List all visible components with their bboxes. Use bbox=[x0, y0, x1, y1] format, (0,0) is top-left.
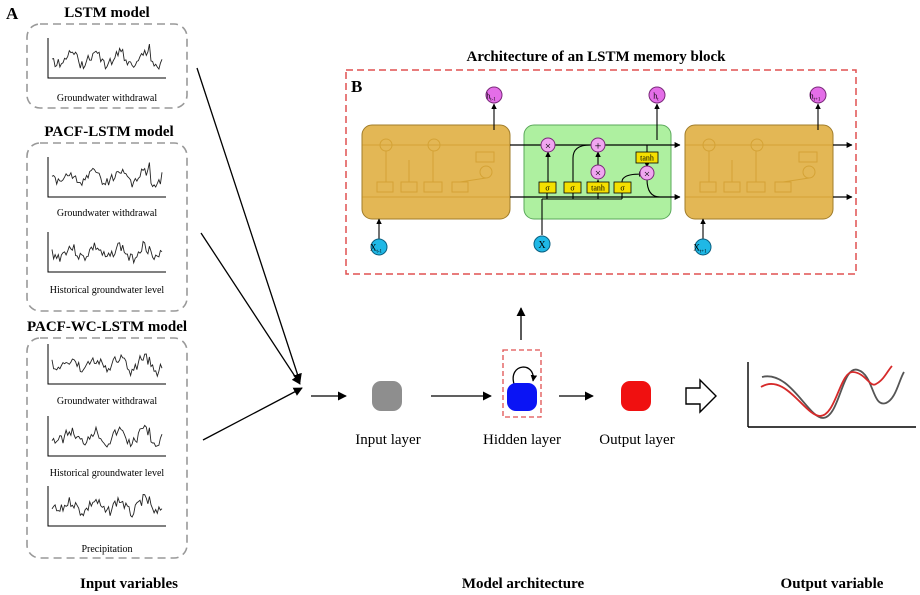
forget-gate: σ bbox=[538, 181, 557, 194]
output-gate: σ bbox=[613, 181, 632, 194]
arrow-lstm-to-merge bbox=[196, 67, 302, 383]
svg-text:σ: σ bbox=[545, 184, 550, 193]
svg-text:tanh: tanh bbox=[591, 184, 605, 193]
output-chart bbox=[747, 362, 916, 428]
svg-text:tanh: tanh bbox=[640, 154, 654, 163]
recurrent-loop bbox=[512, 366, 538, 385]
hidden-layer-label: Hidden layer bbox=[483, 432, 561, 448]
series-label-withdrawal-2: Groundwater withdrawal bbox=[57, 208, 157, 219]
hidden-layer-frame bbox=[502, 349, 542, 418]
sparkline-precip-3 bbox=[47, 486, 166, 527]
output-node-prev: ht-1 bbox=[485, 86, 503, 104]
svg-text:ht-1: ht-1 bbox=[486, 92, 496, 103]
observed-curve bbox=[761, 368, 905, 419]
arrow-pacf-to-merge bbox=[200, 232, 301, 385]
hollow-arrow-to-output bbox=[685, 378, 717, 414]
output-layer-node bbox=[621, 381, 651, 411]
footer-output-variable: Output variable bbox=[781, 576, 884, 592]
series-label-precip-3: Precipitation bbox=[81, 544, 132, 555]
svg-text:Xt+1: Xt+1 bbox=[693, 243, 707, 255]
arrow-wc-to-merge bbox=[202, 387, 303, 441]
svg-text:ht: ht bbox=[653, 92, 659, 103]
group-box-lstm bbox=[26, 23, 188, 109]
sparkline-withdrawal-2 bbox=[47, 157, 166, 198]
output-multiply-op: × bbox=[639, 165, 655, 181]
group-box-pacf-lstm bbox=[26, 142, 188, 312]
series-label-withdrawal-1: Groundwater withdrawal bbox=[57, 93, 157, 104]
svg-text:ht+1: ht+1 bbox=[810, 92, 821, 103]
forget-multiply-op: × bbox=[540, 137, 556, 153]
sparkline-withdrawal-3 bbox=[47, 344, 166, 385]
input-node-next: Xt+1 bbox=[693, 238, 712, 256]
svg-text:×: × bbox=[595, 168, 601, 180]
input-node-prev: Xt-1 bbox=[370, 238, 388, 256]
cell-tanh-box: tanh bbox=[635, 151, 659, 164]
sparkline-gwlevel-3 bbox=[47, 416, 166, 457]
panel-b-title: Architecture of an LSTM memory block bbox=[467, 49, 727, 65]
input-multiply-op: × bbox=[590, 164, 606, 180]
series-label-gwlevel-3: Historical groundwater level bbox=[50, 468, 165, 479]
input-gate: σ bbox=[563, 181, 582, 194]
hidden-layer-node bbox=[507, 383, 537, 411]
panel-b-letter: B bbox=[351, 77, 362, 96]
svg-text:X: X bbox=[538, 240, 546, 251]
cell-add-op: + bbox=[590, 137, 606, 153]
svg-text:σ: σ bbox=[570, 184, 575, 193]
memory-block-frame bbox=[345, 69, 857, 275]
sparkline-withdrawal-1 bbox=[47, 38, 166, 79]
panel-a-letter: A bbox=[6, 4, 19, 23]
series-label-withdrawal-3: Groundwater withdrawal bbox=[57, 396, 157, 407]
predicted-curve bbox=[760, 365, 893, 417]
candidate-gate: tanh bbox=[586, 181, 610, 194]
svg-text:+: + bbox=[595, 139, 602, 153]
sparkline-gwlevel-2 bbox=[47, 232, 166, 273]
group-box-pacf-wc-lstm bbox=[26, 337, 188, 559]
input-layer-label: Input layer bbox=[355, 432, 420, 448]
footer-model-architecture: Model architecture bbox=[462, 576, 585, 592]
series-label-gwlevel-2: Historical groundwater level bbox=[50, 285, 165, 296]
group-title-pacf-lstm: PACF-LSTM model bbox=[44, 124, 173, 140]
svg-text:Xt-1: Xt-1 bbox=[370, 243, 383, 255]
svg-text:σ: σ bbox=[620, 184, 625, 193]
svg-text:×: × bbox=[545, 141, 551, 153]
output-node-current: ht bbox=[648, 86, 666, 104]
input-layer-node bbox=[372, 381, 402, 411]
group-title-lstm: LSTM model bbox=[64, 5, 149, 21]
input-node-current: X bbox=[533, 235, 551, 253]
group-title-pacf-wc-lstm: PACF-WC-LSTM model bbox=[27, 319, 187, 335]
svg-text:×: × bbox=[644, 169, 650, 181]
lstm-cell-next bbox=[684, 124, 834, 220]
footer-input-variables: Input variables bbox=[80, 576, 178, 592]
output-node-next: ht+1 bbox=[809, 86, 827, 104]
lstm-cell-previous bbox=[361, 124, 511, 220]
output-layer-label: Output layer bbox=[599, 432, 674, 448]
